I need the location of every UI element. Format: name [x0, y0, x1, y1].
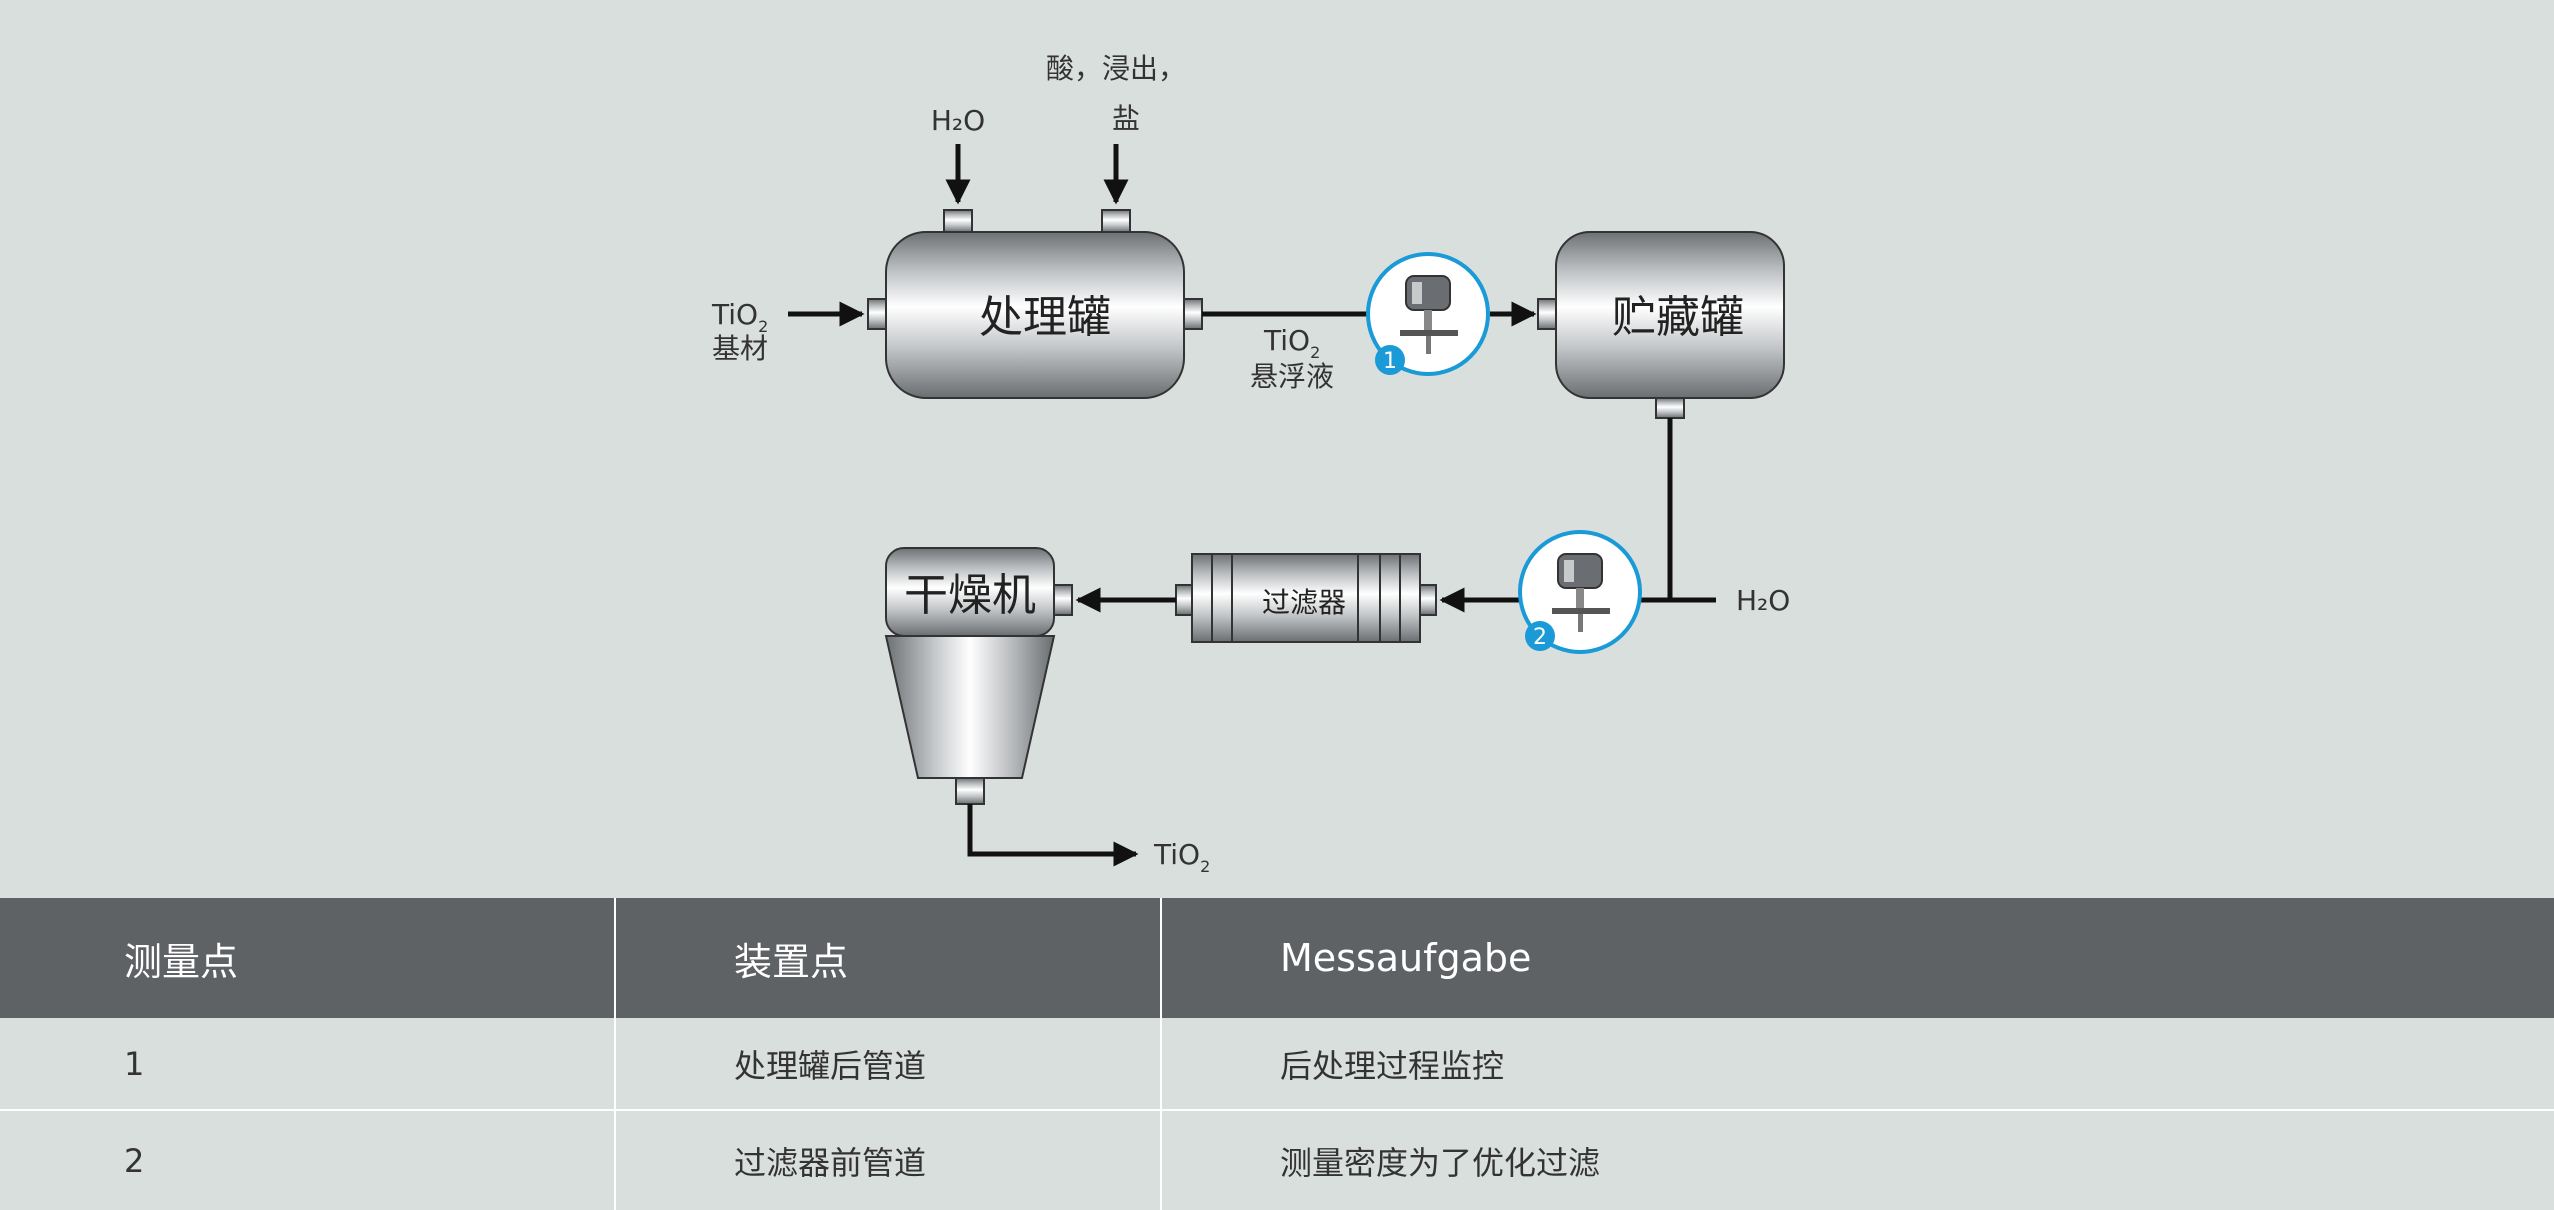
row2-task: 测量密度为了优化过滤 — [1280, 1143, 1601, 1182]
dryer: 干燥机 — [884, 547, 1073, 805]
row1-point: 1 — [0, 1018, 616, 1109]
table-header-row: 测量点 装置点 Messaufgabe — [0, 898, 2554, 1018]
tio2-output-arrow — [967, 804, 1139, 867]
acid-label-line2: 盐 — [1112, 102, 1140, 135]
row1-location: 处理罐后管道 — [616, 1018, 1162, 1109]
tio2-output-main: TiO — [1153, 838, 1200, 871]
flow-lines — [788, 144, 1716, 867]
suspension-sub: 2 — [1310, 343, 1320, 362]
header-installation-point: 装置点 — [616, 898, 1162, 1018]
row2-point: 2 — [0, 1111, 616, 1210]
badge-2 — [1525, 621, 1555, 651]
table-row: 2 过滤器前管道 测量密度为了优化过滤 — [0, 1111, 2554, 1210]
badge-2-number: 2 — [1533, 625, 1547, 650]
suspension-cn-label: 悬浮液 — [1250, 360, 1334, 393]
water-top-label: H₂O — [931, 104, 985, 137]
measurement-table: 测量点 装置点 Messaufgabe 1 处理罐后管道 后处理过程监控 2 过… — [0, 898, 2554, 1210]
header-measuring-task: Messaufgabe — [1280, 936, 1532, 980]
tio2-base-main: TiO — [711, 298, 758, 331]
tio2-output-sub: 2 — [1200, 857, 1210, 876]
row2-location: 过滤器前管道 — [616, 1111, 1162, 1210]
filter-unit: 过滤器 — [1175, 553, 1437, 643]
water-right-label: H₂O — [1736, 584, 1790, 617]
row1-task: 后处理过程监控 — [1280, 1046, 1505, 1085]
storage-outlet-line — [1640, 418, 1673, 603]
tio2-base-sub: 2 — [758, 317, 768, 336]
header-measurement-point: 测量点 — [0, 898, 616, 1018]
tio2-output-label: TiO2 — [1153, 838, 1210, 876]
filter-label: 过滤器 — [1262, 586, 1346, 619]
treatment-tank-label: 处理罐 — [979, 292, 1111, 343]
measurement-point-2[interactable]: 2 — [1518, 530, 1642, 654]
treatment-tank: 处理罐 — [867, 209, 1203, 399]
tio2-base-label: TiO2 — [711, 298, 768, 336]
density-meter-icon — [1400, 275, 1458, 354]
storage-tank: 贮藏罐 — [1537, 231, 1785, 419]
storage-tank-label: 贮藏罐 — [1612, 292, 1744, 343]
table-row: 1 处理罐后管道 后处理过程监控 — [0, 1018, 2554, 1111]
suspension-label: TiO2 — [1263, 324, 1320, 362]
badge-1-number: 1 — [1383, 349, 1397, 374]
density-meter-icon — [1552, 553, 1610, 632]
acid-label-line1: 酸，浸出， — [1046, 52, 1186, 85]
process-flow-diagram: 处理罐 贮藏罐 过滤器 干燥机 — [711, 52, 1790, 876]
dryer-label: 干燥机 — [904, 570, 1036, 621]
suspension-main: TiO — [1263, 324, 1310, 357]
tio2-base-cn-label: 基材 — [712, 332, 768, 365]
measurement-point-1[interactable]: 1 — [1366, 252, 1490, 376]
badge-1 — [1375, 345, 1405, 375]
